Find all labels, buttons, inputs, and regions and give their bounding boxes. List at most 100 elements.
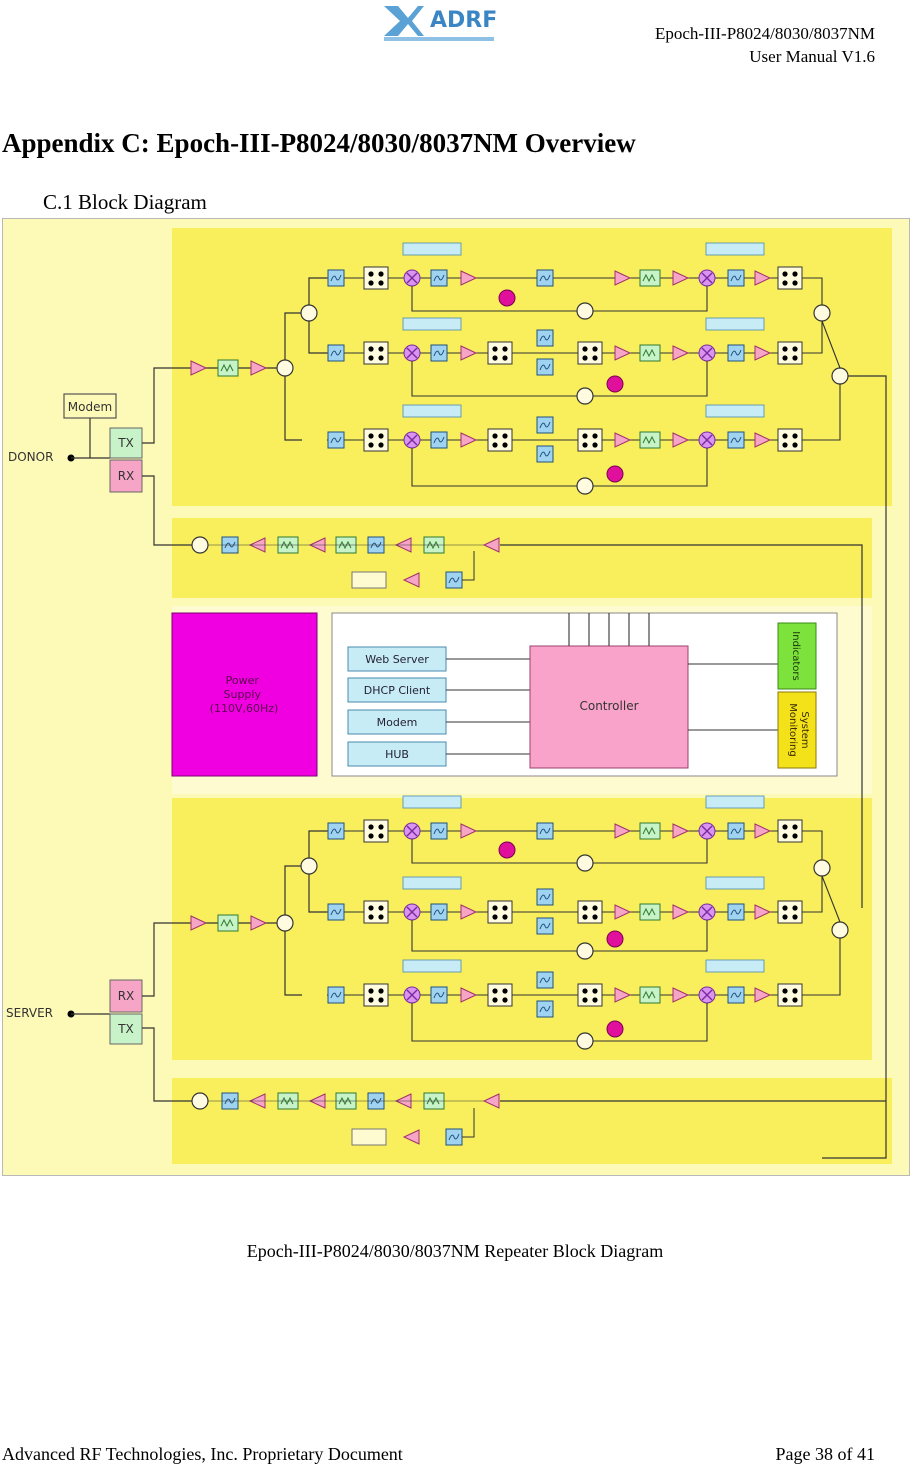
svg-text:ADRF: ADRF [430, 8, 497, 33]
saw-filter-icon [536, 445, 554, 463]
attenuator-icon [639, 344, 661, 362]
document-header: Epoch-III-P8024/8030/8037NM User Manual … [655, 22, 875, 68]
switch-icon [777, 819, 803, 843]
bpf-filter-icon [327, 431, 345, 449]
oscillator-icon [606, 1020, 624, 1038]
switch-icon [577, 900, 603, 924]
bpf-filter-icon [727, 344, 745, 362]
bpf-filter-icon [327, 903, 345, 921]
bpf-filter-icon [327, 986, 345, 1004]
lo-line [411, 839, 577, 864]
combiner-line [802, 384, 841, 441]
lo-line [593, 448, 708, 487]
attenuator-icon [639, 986, 661, 1004]
saw-filter-icon [536, 1000, 554, 1018]
lpf-filter-icon [430, 822, 448, 840]
power-supply-line1: Power [226, 674, 260, 687]
footer-page-number: Page 38 of 41 [775, 1444, 875, 1464]
lo-line [411, 286, 577, 312]
lo-line [593, 1003, 708, 1042]
donor-tx-label: TX [117, 436, 134, 450]
switch-icon [363, 266, 389, 290]
adrf-logo: ADRF [380, 0, 498, 42]
switch-icon [363, 428, 389, 452]
lo-line [593, 920, 708, 952]
band-label-icon [705, 404, 765, 418]
lo-splitter-icon [576, 942, 594, 960]
band-label-icon [402, 404, 462, 418]
header-product: Epoch-III-P8024/8030/8037NM [654, 24, 875, 43]
hub-label: HUB [385, 748, 409, 761]
lpf-filter-icon [430, 344, 448, 362]
combiner-line [821, 875, 841, 923]
modem-label: Modem [68, 400, 112, 414]
modem-block-label: Modem [377, 716, 418, 729]
footer-company: Advanced RF Technologies, Inc. Proprieta… [2, 1444, 403, 1464]
switch-icon [363, 819, 389, 843]
lo-line [411, 361, 577, 397]
saw-filter-icon [536, 269, 554, 287]
header-version: User Manual V1.6 [749, 47, 875, 66]
monitoring-label-2: System [799, 711, 810, 748]
switch-icon [577, 428, 603, 452]
bpf-filter-icon [727, 986, 745, 1004]
switch-icon [777, 983, 803, 1007]
server-tx-label: TX [117, 1022, 134, 1036]
mixer-icon [698, 822, 716, 840]
oscillator-icon [606, 465, 624, 483]
switch-icon [777, 341, 803, 365]
lpf-filter-icon [430, 269, 448, 287]
band-label-icon [705, 317, 765, 331]
saw-filter-icon [536, 358, 554, 376]
lo-splitter-icon [576, 387, 594, 405]
lo-line [593, 839, 708, 864]
switch-icon [363, 983, 389, 1007]
switch-icon [363, 900, 389, 924]
band-label-icon [402, 317, 462, 331]
switch-icon [487, 900, 513, 924]
bpf-filter-icon [727, 903, 745, 921]
switch-icon [487, 983, 513, 1007]
oscillator-icon [606, 375, 624, 393]
switch-icon [487, 428, 513, 452]
dhcp-client-label: DHCP Client [364, 684, 431, 697]
band-label-icon [402, 876, 462, 890]
bpf-filter-icon [727, 269, 745, 287]
mixer-icon [698, 269, 716, 287]
switch-icon [363, 341, 389, 365]
mixer-icon [698, 431, 716, 449]
switch-icon [777, 900, 803, 924]
lo-line [411, 1003, 577, 1042]
combiner-line [802, 938, 841, 996]
lo-line [593, 286, 708, 312]
indicators-label: Indicators [790, 631, 801, 680]
mixer-icon [403, 822, 421, 840]
web-server-label: Web Server [365, 653, 429, 666]
lo-line [411, 448, 577, 487]
mixer-icon [403, 986, 421, 1004]
appendix-title: Appendix C: Epoch-III-P8024/8030/8037NM … [2, 128, 636, 158]
band-label-icon [705, 242, 765, 256]
combiner-line [802, 321, 823, 354]
controller-label: Controller [579, 699, 638, 713]
oscillator-icon [498, 289, 516, 307]
mixer-icon [698, 344, 716, 362]
combiner-line [802, 876, 823, 913]
band-label-icon [705, 795, 765, 809]
power-supply-line2: Supply [224, 688, 262, 701]
monitoring-label-1: Monitoring [787, 703, 798, 756]
switch-icon [777, 266, 803, 290]
saw-filter-icon [536, 329, 554, 347]
attenuator-icon [639, 269, 661, 287]
saw-filter-icon [536, 416, 554, 434]
switch-icon [577, 341, 603, 365]
attenuator-icon [639, 822, 661, 840]
attenuator-icon [639, 903, 661, 921]
block-diagram: DONOR SERVER Modem TX RX RX TX [1, 217, 910, 1177]
band-label-icon [402, 795, 462, 809]
donor-rx-label: RX [118, 469, 135, 483]
mixer-icon [403, 344, 421, 362]
lo-splitter-icon [576, 477, 594, 495]
lpf-filter-icon [430, 431, 448, 449]
switch-icon [777, 428, 803, 452]
